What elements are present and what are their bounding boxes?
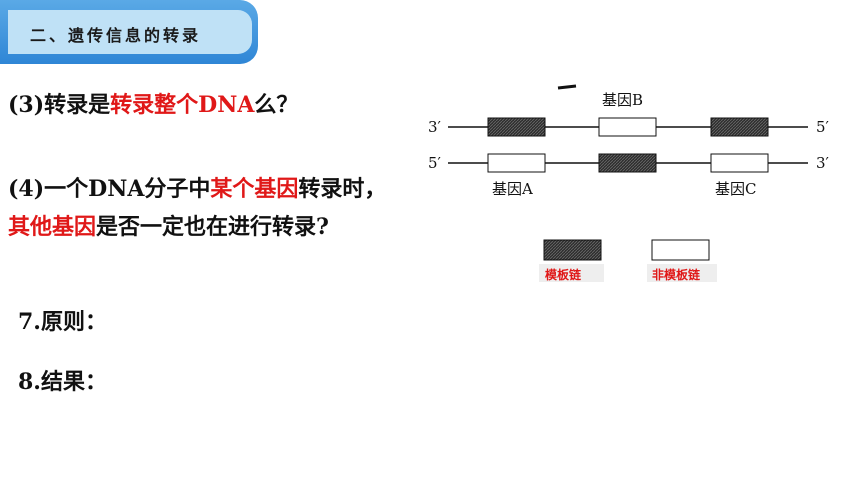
- result-heading: 8.结果：: [18, 369, 107, 395]
- question-4-part3: 是否一定也在进行转录?: [96, 214, 329, 240]
- gene-b-label: 基因B: [602, 91, 644, 109]
- legend-nontemplate-swatch: [651, 239, 710, 261]
- legend-template-label-bg: [539, 264, 604, 282]
- legend-template-swatch: [543, 239, 602, 261]
- fragment-mark: [557, 84, 577, 90]
- gene-b-top-segment: [598, 117, 657, 137]
- question-4-part2: 转录时，: [298, 176, 387, 202]
- gene-c-top-segment: [710, 117, 769, 137]
- section-header-inner: [8, 10, 252, 54]
- question-3-prefix: (3)转录是: [8, 92, 111, 118]
- bottom-right-end-label: 3′: [816, 154, 829, 172]
- legend-nontemplate-label-bg: [647, 264, 717, 282]
- gene-a-label: 基因A: [492, 180, 533, 198]
- principle-heading: 7.原则：: [18, 309, 107, 335]
- section-title: 二、遗传信息的转录: [30, 26, 202, 45]
- gene-transcription-diagram: 3′ 5′ 5′ 3′ 基因B 基因A 基因C 模板链 非模板链: [418, 76, 844, 298]
- question-3: (3)转录是转录整个DNA么？: [8, 86, 298, 124]
- question-4-part1: (4)一个DNA分子中: [8, 176, 211, 202]
- question-3-suffix: 么？: [254, 92, 299, 118]
- gene-c-bottom-segment: [710, 153, 769, 173]
- question-4-highlight-1: 某个基因: [210, 176, 299, 202]
- section-header-bar: [0, 0, 258, 64]
- dna-strands-svg: [448, 84, 808, 282]
- legend-template-label: 模板链: [545, 268, 582, 282]
- top-left-end-label: 3′: [428, 118, 441, 136]
- question-3-highlight: 转录整个DNA: [110, 92, 255, 118]
- gene-c-label: 基因C: [715, 180, 757, 198]
- question-4: (4)一个DNA分子中某个基因转录时， 其他基因是否一定也在进行转录?: [8, 170, 408, 246]
- question-4-highlight-2: 其他基因: [8, 214, 97, 240]
- gene-a-bottom-segment: [487, 153, 546, 173]
- legend-nontemplate-label: 非模板链: [652, 268, 701, 282]
- top-right-end-label: 5′: [816, 118, 829, 136]
- gene-a-top-segment: [487, 117, 546, 137]
- gene-b-bottom-segment: [598, 153, 657, 173]
- bottom-left-end-label: 5′: [428, 154, 441, 172]
